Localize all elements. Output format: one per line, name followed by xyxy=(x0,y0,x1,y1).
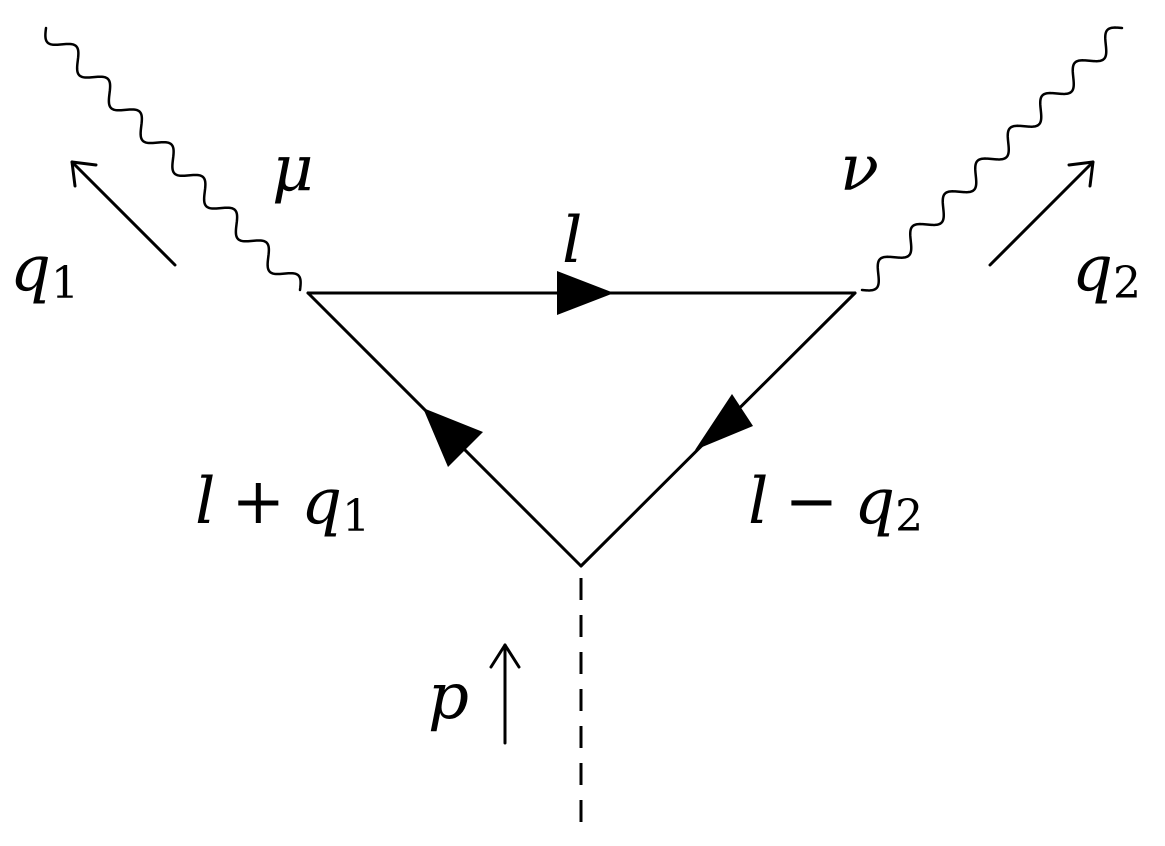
label-nu: ν xyxy=(840,132,879,206)
label-l-plus-q1-l: l xyxy=(195,465,215,539)
photon-line-right xyxy=(860,26,1124,292)
label-q2-base: q xyxy=(1072,232,1113,306)
momentum-arrowhead-p xyxy=(489,643,521,669)
fermion-arrow-top xyxy=(557,271,614,315)
label-l-plus-q1-sub: 1 xyxy=(342,491,370,542)
label-l: l xyxy=(562,204,582,278)
label-q2-sub: 2 xyxy=(1113,258,1141,309)
label-l-minus-q2-sub: 2 xyxy=(895,491,923,542)
label-q2: q2 xyxy=(1072,232,1141,309)
label-q1: q1 xyxy=(10,232,79,309)
label-mu: μ xyxy=(272,132,314,206)
label-p: p xyxy=(428,660,469,734)
momentum-arrowhead-q1 xyxy=(70,160,98,188)
photon-line-left xyxy=(44,26,302,292)
momentum-arrow-q2 xyxy=(988,160,1095,267)
label-l-minus-q2-l: l xyxy=(748,465,768,539)
label-q1-base: q xyxy=(10,232,51,306)
momentum-arrowhead-q2 xyxy=(1067,160,1095,188)
label-l-minus-q2: l−q2 xyxy=(748,465,923,542)
label-l-plus-q1-q: q xyxy=(301,465,342,539)
label-q1-sub: 1 xyxy=(51,258,79,309)
label-l-plus-q1-op: + xyxy=(231,465,285,539)
label-l-minus-q2-q: q xyxy=(854,465,895,539)
momentum-arrow-q1 xyxy=(70,160,177,267)
label-l-plus-q1: l+q1 xyxy=(195,465,370,542)
fermion-arrow-left xyxy=(423,408,483,467)
fermion-arrow-right xyxy=(695,394,753,450)
label-l-minus-q2-op: − xyxy=(784,465,838,539)
